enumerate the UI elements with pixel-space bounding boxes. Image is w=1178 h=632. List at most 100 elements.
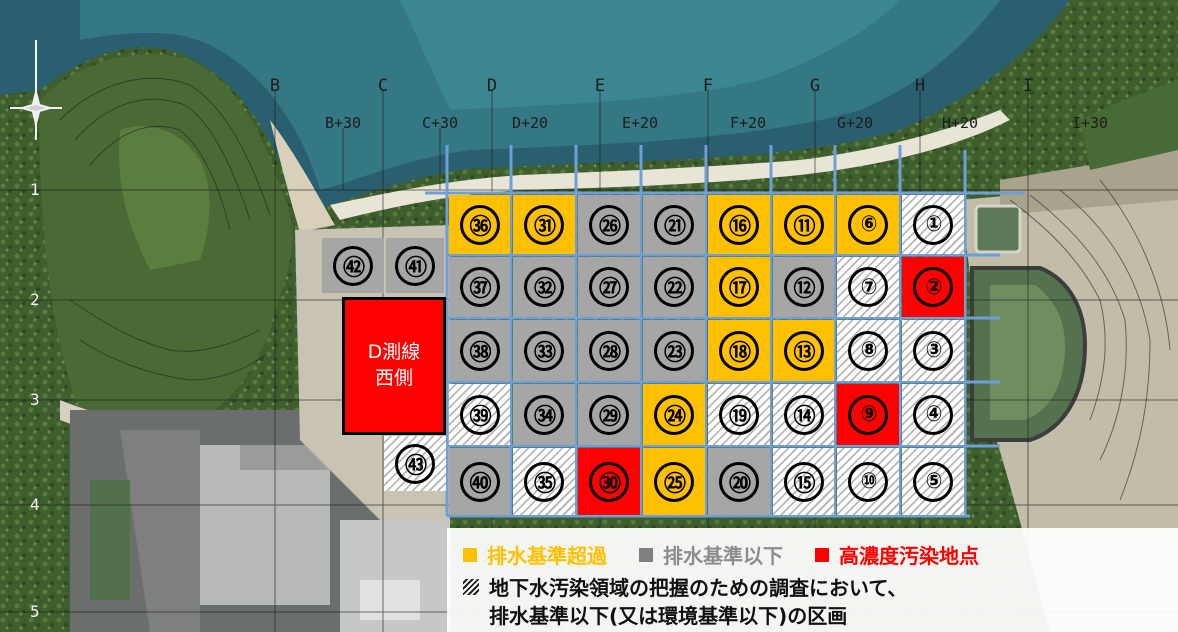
grid-cell[interactable]: ⑥ bbox=[837, 195, 899, 254]
grid-cell[interactable]: ㊳ bbox=[449, 320, 510, 381]
column-label: F bbox=[702, 76, 714, 96]
row-label: 1 bbox=[30, 180, 40, 199]
grid-cell[interactable]: ㉓ bbox=[643, 320, 705, 381]
legend-row-hatch-2: 排水基準以下(又は環境基準以下)の区画 bbox=[489, 600, 847, 629]
grid-cell[interactable]: ⑱ bbox=[708, 320, 770, 381]
grid-cell[interactable]: ㉘ bbox=[578, 320, 640, 381]
d-zone-label-line2: 西側 bbox=[374, 367, 413, 389]
cell-number: ㉞ bbox=[524, 394, 564, 435]
grid-cell[interactable]: ⑩ bbox=[837, 448, 899, 515]
legend-below: 排水基準以下 bbox=[639, 540, 783, 569]
column-label: G bbox=[809, 76, 821, 96]
legend-hatch-line1: 地下水汚染領域の把握のための調査において、 bbox=[489, 576, 908, 600]
grid-cell[interactable]: ⑳ bbox=[708, 448, 770, 515]
grid-cell[interactable]: ⑮ bbox=[773, 448, 834, 515]
grid-cell[interactable]: ㉛ bbox=[513, 195, 575, 254]
orange-square-icon bbox=[463, 547, 477, 562]
sub-column-label: H+20 bbox=[941, 114, 979, 132]
grid-cell[interactable]: ④ bbox=[902, 384, 964, 445]
sub-column-label: I+30 bbox=[1071, 114, 1109, 132]
legend: 排水基準超過 排水基準以下 高濃度汚染地点 地下水汚染領域の把握のための調査にお… bbox=[447, 528, 1178, 632]
column-label: E bbox=[594, 76, 606, 96]
column-label: I bbox=[1022, 76, 1034, 96]
grid-cell[interactable]: ⑨ bbox=[837, 384, 899, 445]
legend-row-hatch: 地下水汚染領域の把握のための調査において、 bbox=[463, 572, 907, 601]
grid-cell[interactable]: ㉑ bbox=[643, 195, 705, 254]
grid-cell[interactable]: ㉕ bbox=[643, 448, 705, 515]
cell-number: ⑪ bbox=[783, 204, 824, 245]
cell-number: ② bbox=[913, 267, 953, 307]
grid-cell[interactable]: ⑤ bbox=[902, 448, 964, 515]
legend-hatch-line2: 排水基準以下(又は環境基準以下)の区画 bbox=[489, 604, 848, 628]
grid-cell[interactable]: ⑫ bbox=[773, 257, 834, 317]
cell-number: ⑮ bbox=[783, 461, 824, 502]
grid-cell[interactable]: ㊴ bbox=[449, 384, 510, 445]
column-label: D bbox=[486, 76, 498, 96]
grid-cell[interactable]: ① bbox=[902, 195, 964, 254]
grid-cell[interactable]: ㊲ bbox=[449, 257, 510, 317]
grid-cell[interactable]: ② bbox=[902, 257, 964, 317]
grid-cell[interactable]: ③ bbox=[902, 320, 964, 381]
sub-column-label: D+20 bbox=[511, 114, 549, 132]
sub-column-label: E+20 bbox=[621, 114, 659, 132]
cell-number: ㊷ bbox=[333, 245, 373, 286]
grid-cell[interactable]: ㉙ bbox=[578, 384, 640, 445]
grid-cell[interactable]: ⑬ bbox=[773, 320, 834, 381]
cell-number: ⑯ bbox=[719, 204, 759, 245]
cell-number: ㊵ bbox=[459, 461, 500, 502]
legend-below-label: 排水基準以下 bbox=[663, 544, 783, 568]
legend-row-categories: 排水基準超過 排水基準以下 高濃度汚染地点 bbox=[463, 540, 1011, 569]
row-label: 2 bbox=[30, 290, 40, 309]
cell-number: ㉓ bbox=[654, 330, 694, 371]
grid-cell[interactable]: ⑲ bbox=[708, 384, 770, 445]
sub-column-label: B+30 bbox=[324, 114, 362, 132]
compass-icon bbox=[10, 40, 62, 140]
cell-number: ㉘ bbox=[589, 330, 629, 371]
cell-number: ㉟ bbox=[524, 461, 564, 502]
grid-cell[interactable]: ㉗ bbox=[578, 257, 640, 317]
cell-number: ㊴ bbox=[459, 394, 500, 435]
grid-cell[interactable]: ㉜ bbox=[513, 257, 575, 317]
cell-number: ㉛ bbox=[524, 204, 564, 245]
sub-column-label: F+20 bbox=[729, 114, 767, 132]
grid-cell[interactable]: ㉔ bbox=[643, 384, 705, 445]
cell-number: ㉕ bbox=[654, 461, 694, 502]
grid-cell[interactable]: ㊷ bbox=[322, 238, 384, 293]
sub-column-label: G+20 bbox=[836, 114, 874, 132]
grid-cell[interactable]: ㊸ bbox=[384, 436, 446, 491]
cell-number: ⑦ bbox=[848, 267, 888, 307]
grid-cell[interactable]: ㊶ bbox=[386, 238, 444, 293]
grid-cell[interactable]: ㉒ bbox=[643, 257, 705, 317]
cell-number: ⑤ bbox=[913, 461, 953, 502]
d-zone-label-line1: D測線 bbox=[367, 341, 421, 364]
row-label: 5 bbox=[30, 602, 40, 621]
column-label: C bbox=[377, 76, 389, 96]
column-label: H bbox=[914, 76, 926, 96]
cell-number: ⑰ bbox=[719, 267, 759, 307]
cell-number: ⑲ bbox=[719, 394, 759, 435]
grid-cell[interactable]: ㉖ bbox=[578, 195, 640, 254]
cell-number: ⑩ bbox=[848, 461, 888, 502]
grid-cell[interactable]: ⑯ bbox=[708, 195, 770, 254]
cell-number: ㊲ bbox=[459, 267, 500, 307]
grid-cell[interactable]: ㉟ bbox=[513, 448, 575, 515]
cell-number: ④ bbox=[913, 394, 953, 435]
hatch-square-icon bbox=[463, 578, 479, 595]
grid-cell[interactable]: ⑭ bbox=[773, 384, 834, 445]
grid-cell[interactable]: ⑰ bbox=[708, 257, 770, 317]
grid-cell[interactable]: ㉚ bbox=[578, 448, 640, 515]
grid-cell[interactable]: ㉞ bbox=[513, 384, 575, 445]
grid-cell[interactable]: ㊱ bbox=[449, 195, 510, 254]
grid-cell[interactable]: ⑧ bbox=[837, 320, 899, 381]
grid-cell[interactable]: ⑪ bbox=[773, 195, 834, 254]
column-label: B bbox=[269, 76, 281, 96]
row-label: 4 bbox=[30, 495, 40, 514]
cell-number: ⑨ bbox=[848, 394, 888, 435]
cell-number: ㊳ bbox=[459, 330, 500, 371]
grid-cell[interactable]: ㉝ bbox=[513, 320, 575, 381]
grid-cell[interactable]: ⑦ bbox=[837, 257, 899, 317]
cell-number: ③ bbox=[913, 330, 953, 371]
legend-exceed-label: 排水基準超過 bbox=[487, 544, 607, 568]
grid-cell[interactable]: ㊵ bbox=[449, 448, 510, 515]
